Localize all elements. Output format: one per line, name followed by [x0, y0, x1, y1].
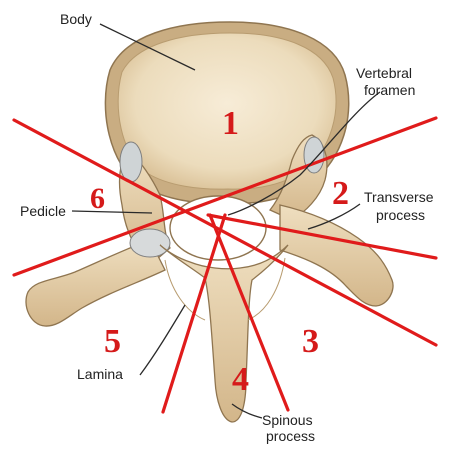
sector-number-3: 3: [302, 323, 319, 360]
label-body: Body: [60, 11, 92, 27]
label-transverse-process-line1: Transverse: [364, 189, 434, 205]
sector-number-2: 2: [332, 175, 349, 212]
label-spinous-process-line1: Spinous: [262, 412, 313, 428]
sector-number-5: 5: [104, 323, 121, 360]
label-lamina: Lamina: [77, 366, 123, 382]
label-vertebral-foramen-line2: foramen: [364, 82, 415, 98]
lamina-and-spinous-process: [160, 245, 288, 422]
sector-number-4: 4: [232, 361, 249, 398]
label-transverse-process-line2: process: [376, 207, 425, 223]
label-pedicle: Pedicle: [20, 203, 66, 219]
label-spinous-process-line2: process: [266, 428, 315, 444]
sector-number-6: 6: [90, 182, 105, 215]
sector-number-1: 1: [222, 105, 239, 142]
label-vertebral-foramen-line1: Vertebral: [356, 65, 412, 81]
